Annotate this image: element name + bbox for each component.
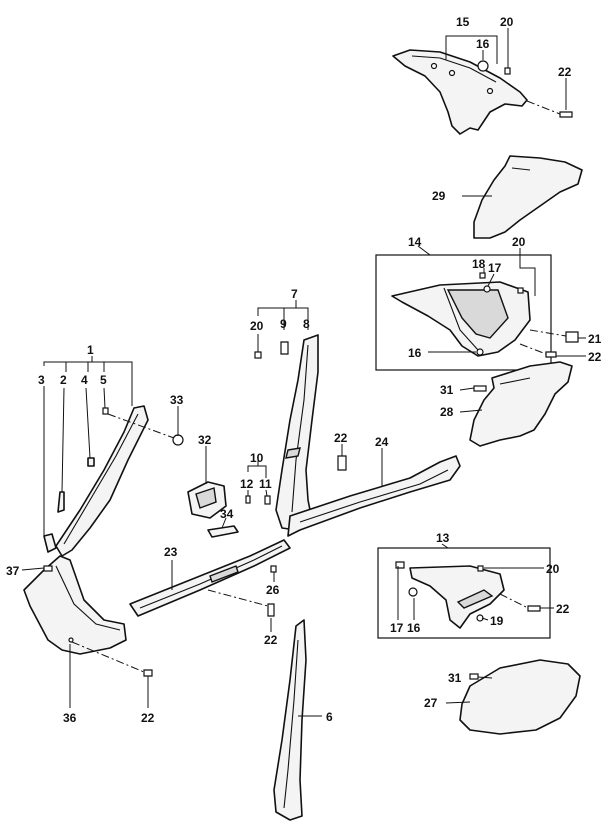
label-17-box14: 17 [488,261,502,275]
label-20-box13: 20 [546,562,560,576]
clip-9 [280,341,289,355]
label-27: 27 [424,696,438,710]
part-23-front-scuff-plate [129,539,291,617]
label-22-box13: 22 [556,602,570,616]
label-20-box14: 20 [512,235,526,249]
clip-26 [270,565,277,573]
label-22-lower-left: 22 [141,711,155,725]
screw-22-lower-left [71,641,153,677]
part-1-front-pillar-trim [43,405,149,557]
label-28: 28 [440,405,454,419]
label-15: 15 [456,15,470,29]
screw-22-top [526,100,573,118]
screw-22-middle [337,455,347,471]
screw-22-box13 [499,593,541,612]
label-17-box13: 17 [390,621,404,635]
clip-20-top [504,67,511,75]
label-18: 18 [472,257,486,271]
label-8: 8 [303,317,310,331]
clip-37 [43,565,53,572]
part-27-lower-cover [459,659,581,735]
clip-12 [245,495,251,504]
clip-16-top [477,60,489,72]
label-33: 33 [170,393,184,407]
clip-31-upper [473,385,487,392]
leader-lines [21,28,586,717]
label-21: 21 [588,332,602,346]
label-19: 19 [490,614,504,628]
part-29-quarter-cover [473,155,583,239]
part-28-lower-quarter-panel [469,361,573,447]
label-34: 34 [220,507,234,521]
label-6: 6 [326,710,333,724]
screw-22-box14 [519,343,557,358]
label-31-lower: 31 [448,671,462,685]
clip-31-lower [469,673,479,680]
label-2: 2 [60,373,67,387]
label-22-box14: 22 [588,350,602,364]
label-26: 26 [266,583,280,597]
label-31-upper: 31 [440,383,454,397]
label-22-top: 22 [558,65,572,79]
label-12: 12 [240,477,254,491]
label-16-box13: 16 [407,621,421,635]
part-32-assist-handle [187,481,227,519]
label-13: 13 [436,531,450,545]
label-24: 24 [375,435,389,449]
label-16-top: 16 [476,37,490,51]
label-37: 37 [6,564,20,578]
label-5: 5 [100,373,107,387]
label-4: 4 [81,373,88,387]
label-29: 29 [432,189,446,203]
label-20-top: 20 [500,15,514,29]
part-number-labels: 15 16 20 22 29 14 20 18 17 16 21 22 31 2… [6,15,602,725]
part-13-group-box [377,547,551,639]
part-8-center-pillar-trim [275,334,319,531]
label-36: 36 [63,711,77,725]
part-6-lower-pillar-trim [273,619,307,821]
screw-22-lower-mid [207,589,275,617]
label-1: 1 [87,343,94,357]
label-22-middle: 22 [334,431,348,445]
label-16-box14: 16 [408,346,422,360]
label-9: 9 [280,317,287,331]
label-32: 32 [198,433,212,447]
part-24-rear-scuff-plate [287,455,461,537]
part-36-cowl-side-trim [23,555,127,655]
screw-33 [107,413,184,446]
clip-21 [529,329,579,343]
clip-11 [264,495,271,505]
label-23: 23 [164,545,178,559]
label-14: 14 [408,235,422,249]
label-11: 11 [259,477,272,491]
part-15-upper-quarter-trim [392,49,528,135]
clip-20-pillar [254,351,262,359]
part-34-trim-strip [207,525,239,538]
label-7: 7 [291,287,298,301]
label-3: 3 [38,373,45,387]
label-20-pillar: 20 [250,319,264,333]
part-14-group-box [375,254,552,371]
label-10: 10 [250,451,264,465]
label-22-lower-mid: 22 [264,633,278,647]
